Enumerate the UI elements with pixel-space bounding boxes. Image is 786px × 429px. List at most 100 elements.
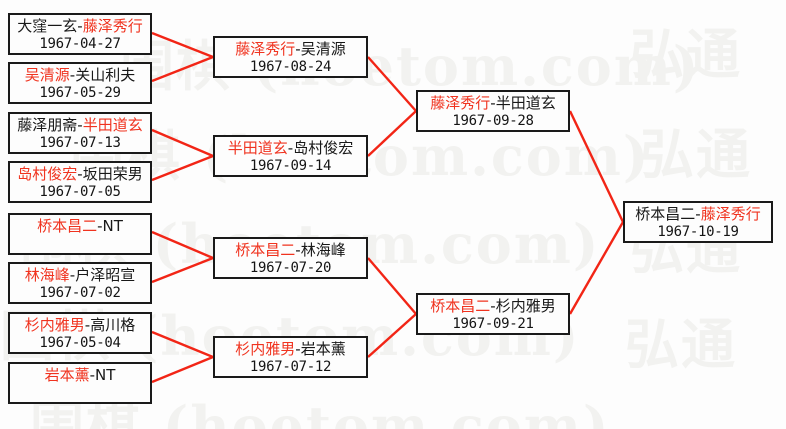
watermark-text: 弘通 — [630, 22, 742, 86]
match-players: 大窪一玄-藤泽秀行 — [17, 17, 142, 36]
match-box-r3m1[interactable]: 藤泽秀行-半田道玄 1967-09-28 — [416, 90, 570, 132]
match-box-r2m4[interactable]: 杉内雅男-岩本薰 1967-07-12 — [213, 336, 368, 378]
player-separator: - — [69, 66, 76, 84]
player-right: 半田道玄 — [495, 94, 556, 112]
match-box-r1m3[interactable]: 藤泽朋斋-半田道玄 1967-07-13 — [8, 112, 152, 154]
player-left: 吴清源 — [24, 66, 70, 84]
player-left: 杉内雅男 — [24, 316, 85, 334]
connector-r1m5-r2m3 — [151, 230, 214, 260]
player-left: 桥本昌二 — [430, 297, 491, 315]
match-box-r2m1[interactable]: 藤泽秀行-吴清源 1967-08-24 — [213, 36, 368, 78]
match-box-r1m8[interactable]: 岩本薰-NT — [8, 362, 152, 404]
player-separator: - — [295, 241, 301, 259]
player-right: 岛村俊宏 — [293, 139, 354, 157]
connector-r1m6-r2m3 — [151, 256, 214, 284]
match-date: 1967-09-28 — [452, 112, 534, 129]
match-box-r1m6[interactable]: 林海峰-户泽昭宣 1967-07-02 — [8, 262, 152, 304]
watermark-text: 弘通 — [625, 312, 737, 376]
match-players: 桥本昌二-藤泽秀行 — [635, 205, 760, 224]
connector-r2m2-r3m1 — [367, 110, 417, 157]
player-left: 杉内雅男 — [235, 340, 296, 358]
match-players: 桥本昌二-NT — [37, 217, 123, 236]
match-date: 1967-09-21 — [452, 315, 534, 332]
player-left: 桥本昌二 — [635, 205, 696, 223]
match-box-final[interactable]: 桥本昌二-藤泽秀行 1967-10-19 — [623, 201, 773, 243]
connector-r2m3-r3m2 — [367, 257, 417, 315]
match-players: 藤泽秀行-吴清源 — [235, 40, 345, 59]
match-box-r1m1[interactable]: 大窪一玄-藤泽秀行 1967-04-27 — [8, 13, 152, 55]
match-date: 1967-04-27 — [39, 35, 121, 52]
match-box-r2m2[interactable]: 半田道玄-岛村俊宏 1967-09-14 — [213, 135, 368, 177]
match-players: 吴清源-关山利夫 — [25, 66, 135, 85]
match-players: 林海峰-户泽昭宣 — [25, 266, 135, 285]
match-date: 1967-08-24 — [249, 58, 332, 75]
player-left: 藤泽秀行 — [430, 94, 491, 112]
match-date: 1967-07-13 — [39, 134, 121, 151]
match-box-r2m3[interactable]: 桥本昌二-林海峰 1967-07-20 — [213, 237, 368, 279]
player-separator: - — [97, 217, 103, 235]
player-right: NT — [95, 366, 116, 384]
match-date: 1967-05-04 — [39, 334, 121, 351]
connector-r3m1-final — [568, 110, 625, 223]
player-right: 高川格 — [90, 316, 136, 334]
match-date: 1967-10-19 — [657, 223, 739, 240]
player-left: 岛村俊宏 — [17, 165, 78, 183]
player-left: 桥本昌二 — [235, 241, 296, 259]
match-box-r1m4[interactable]: 岛村俊宏-坂田荣男 1967-07-05 — [8, 161, 152, 203]
player-right: 林海峰 — [300, 241, 346, 259]
connector-r3m2-final — [568, 221, 625, 315]
connector-r1m7-r2m4 — [151, 330, 214, 359]
player-separator: - — [77, 165, 83, 183]
player-separator: - — [84, 316, 91, 334]
player-left: 岩本薰 — [44, 366, 90, 384]
player-right: 杉内雅男 — [495, 297, 556, 315]
player-right: 户泽昭宣 — [75, 266, 136, 284]
match-date: 1967-07-05 — [39, 183, 121, 200]
player-right: 坂田荣男 — [82, 165, 143, 183]
match-players: 岩本薰-NT — [45, 366, 116, 385]
player-right: 岩本薰 — [300, 340, 346, 358]
match-players: 杉内雅男-高川格 — [25, 316, 135, 335]
connector-r2m1-r3m1 — [367, 56, 417, 112]
connector-r1m3-r2m2 — [151, 128, 214, 158]
connector-r1m4-r2m2 — [151, 154, 214, 182]
match-box-r3m2[interactable]: 桥本昌二-杉内雅男 1967-09-21 — [416, 293, 570, 335]
player-separator: - — [77, 116, 83, 134]
match-players: 桥本昌二-林海峰 — [235, 241, 345, 260]
player-right: 半田道玄 — [82, 116, 143, 134]
match-box-r1m2[interactable]: 吴清源-关山利夫 1967-05-29 — [8, 62, 152, 104]
match-box-r1m7[interactable]: 杉内雅男-高川格 1967-05-04 — [8, 312, 152, 354]
player-left: 桥本昌二 — [37, 217, 98, 235]
watermark-text: 围棋 (hoetom.com) — [120, 34, 701, 98]
connector-r2m4-r3m2 — [367, 313, 417, 358]
match-players: 藤泽秀行-半田道玄 — [430, 94, 555, 113]
player-right: 关山利夫 — [75, 66, 136, 84]
player-separator: - — [77, 17, 83, 35]
player-separator: - — [295, 340, 301, 358]
match-box-r1m5[interactable]: 桥本昌二-NT — [8, 213, 152, 255]
player-left: 林海峰 — [24, 266, 70, 284]
player-left: 藤泽朋斋 — [17, 116, 78, 134]
connector-r1m1-r2m1 — [151, 31, 214, 59]
match-date: 1967-07-12 — [249, 358, 332, 375]
match-date: 1967-07-20 — [249, 259, 332, 276]
match-date: 1967-07-02 — [39, 284, 121, 301]
player-separator: - — [287, 139, 294, 157]
player-separator: - — [695, 205, 701, 223]
match-date: 1967-09-14 — [249, 157, 332, 174]
player-right: 藤泽秀行 — [82, 17, 143, 35]
match-players: 半田道玄-岛村俊宏 — [228, 139, 353, 158]
player-left: 大窪一玄 — [17, 17, 78, 35]
match-players: 藤泽朋斋-半田道玄 — [17, 116, 142, 135]
player-separator: - — [89, 366, 96, 384]
player-left: 藤泽秀行 — [235, 40, 296, 58]
player-right: 吴清源 — [300, 40, 346, 58]
match-players: 杉内雅男-岩本薰 — [235, 340, 345, 359]
player-separator: - — [490, 297, 496, 315]
match-players: 岛村俊宏-坂田荣男 — [17, 165, 142, 184]
player-left: 半田道玄 — [227, 139, 288, 157]
connector-r1m2-r2m1 — [151, 55, 214, 83]
watermark-text: 弘通 — [640, 122, 752, 186]
player-right: 藤泽秀行 — [700, 205, 761, 223]
